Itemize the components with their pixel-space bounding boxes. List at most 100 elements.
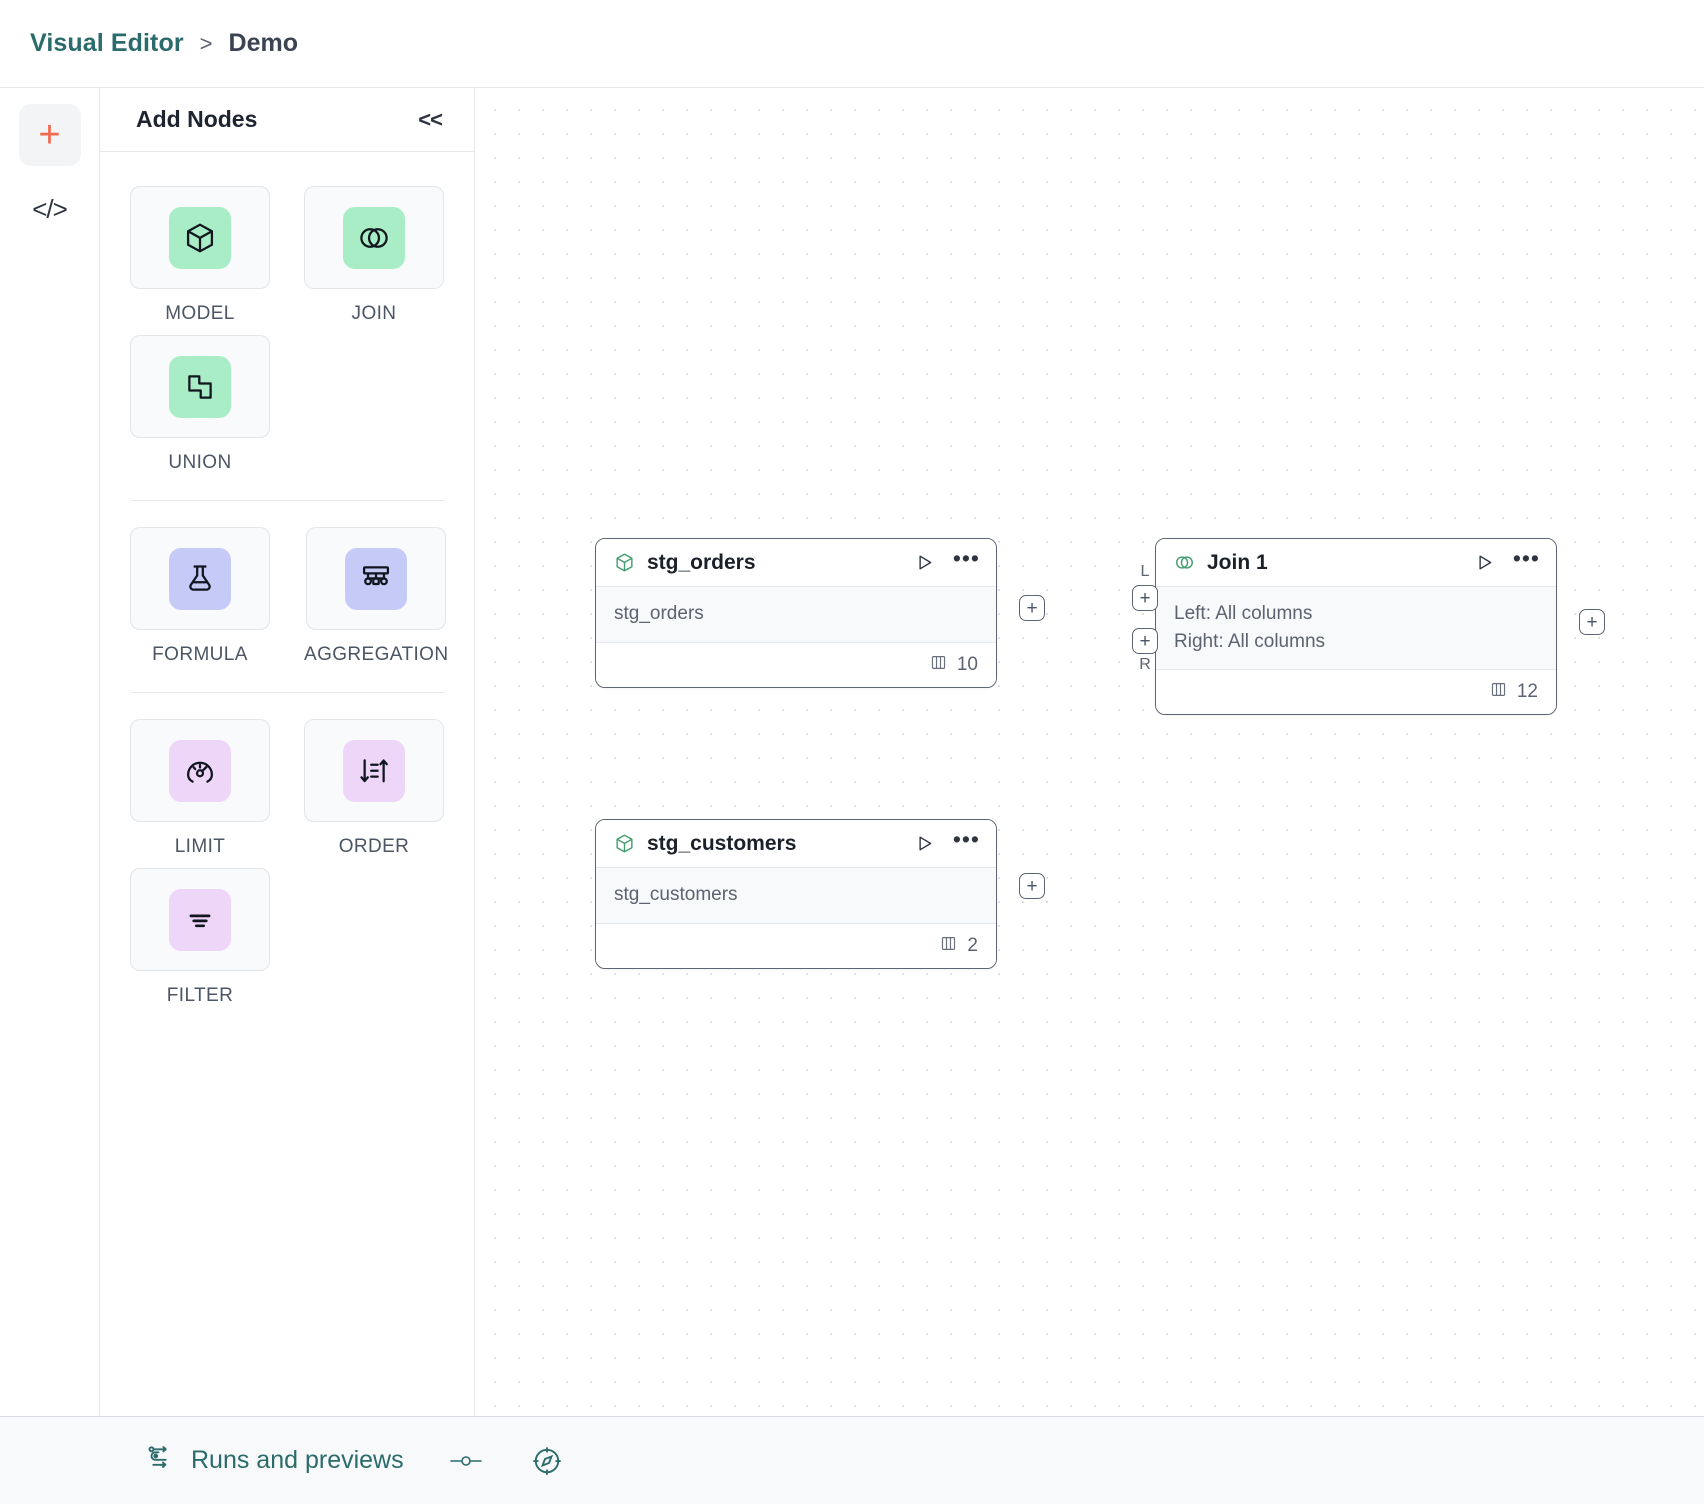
flow-node-title: stg_customers: [647, 831, 797, 855]
play-icon[interactable]: [1474, 552, 1495, 573]
flow-node-body-line-right: Right: All columns: [1174, 630, 1326, 652]
breadcrumb-current-page: Demo: [228, 29, 298, 57]
flask-icon: [169, 547, 231, 610]
venn-circles-icon: [343, 206, 405, 269]
code-icon: </>: [32, 193, 68, 224]
flow-node-body-line-left: Left: All columns: [1174, 603, 1313, 624]
flow-node-stg-orders[interactable]: stg_orders ••• stg_orders: [595, 538, 997, 688]
flow-node-body-line: stg_customers: [614, 884, 738, 905]
node-group-sources: MODEL JOIN: [130, 186, 444, 474]
node-label-union: UNION: [168, 452, 232, 473]
node-label-aggregation: AGGREGATION: [304, 644, 449, 665]
node-tile-aggregation[interactable]: [306, 527, 447, 630]
node-tile-join[interactable]: [304, 186, 444, 289]
flow-node-stg-customers[interactable]: stg_customers ••• stg_customers: [595, 819, 997, 969]
add-node-rail-button[interactable]: +: [18, 104, 81, 166]
main-area: + </> Add Nodes <<: [0, 88, 1704, 1416]
play-icon[interactable]: [914, 552, 935, 573]
panel-divider-2: [130, 692, 444, 693]
bottom-toolbar: Runs and previews: [0, 1416, 1704, 1504]
bottom-bar-rail-filler: [0, 1416, 100, 1504]
add-nodes-panel: Add Nodes <<: [100, 88, 475, 1416]
flow-node-body: stg_orders: [596, 587, 996, 643]
flow-runs-icon: [145, 1443, 175, 1478]
node-tile-model[interactable]: [130, 186, 270, 289]
runs-and-previews-label: Runs and previews: [191, 1446, 404, 1474]
flow-node-footer: 10: [596, 642, 996, 687]
slider-icon[interactable]: [448, 1449, 484, 1473]
flow-node-body: Left: All columns Right: All columns: [1156, 587, 1556, 671]
edge-layer: [475, 88, 775, 238]
aggregation-tree-icon: [345, 547, 408, 610]
cube-icon: [169, 206, 231, 269]
port-output-join-1[interactable]: +: [1579, 609, 1605, 635]
flow-node-body: stg_customers: [596, 868, 996, 924]
node-label-formula: FORMULA: [152, 644, 248, 665]
node-group-transforms: FORMULA: [130, 527, 448, 666]
union-shapes-icon: [169, 355, 231, 418]
port-input-join-left[interactable]: +: [1132, 585, 1158, 611]
node-type-filter[interactable]: FILTER: [130, 868, 270, 1007]
node-tile-filter[interactable]: [130, 868, 270, 971]
node-tile-union[interactable]: [130, 335, 270, 438]
add-nodes-panel-body: MODEL JOIN: [100, 152, 474, 1007]
ellipsis-icon[interactable]: •••: [1512, 544, 1540, 571]
collapse-panel-button[interactable]: <<: [418, 106, 443, 132]
runs-and-previews-button[interactable]: Runs and previews: [145, 1443, 404, 1478]
flow-node-column-count: 2: [967, 934, 978, 956]
flow-node-column-count: 10: [956, 653, 978, 675]
cube-icon: [614, 833, 636, 855]
left-rail: + </>: [0, 88, 100, 1416]
ellipsis-icon[interactable]: •••: [952, 825, 980, 852]
cube-icon: [614, 552, 636, 574]
flow-node-header: stg_orders •••: [596, 539, 996, 587]
plus-icon: +: [38, 114, 61, 156]
port-label-right: R: [1139, 656, 1151, 673]
node-type-join[interactable]: JOIN: [304, 186, 444, 325]
flow-node-header: stg_customers •••: [596, 820, 996, 868]
node-tile-formula[interactable]: [130, 527, 270, 630]
venn-circles-icon: [1174, 552, 1196, 574]
play-icon[interactable]: [914, 833, 935, 854]
flow-node-title: stg_orders: [647, 550, 756, 574]
sort-arrows-icon: [343, 739, 405, 802]
node-tile-limit[interactable]: [130, 719, 270, 822]
breadcrumb-separator: >: [199, 30, 213, 56]
flow-node-footer: 2: [596, 923, 996, 968]
node-type-formula[interactable]: FORMULA: [130, 527, 270, 666]
node-label-model: MODEL: [165, 303, 235, 324]
code-rail-button[interactable]: </>: [19, 178, 81, 240]
flow-node-join-1[interactable]: Join 1 ••• Left: All columns Right: All …: [1155, 538, 1557, 716]
node-tile-order[interactable]: [304, 719, 444, 822]
breadcrumb-root-link[interactable]: Visual Editor: [30, 29, 184, 57]
columns-icon: [929, 653, 948, 677]
filter-lines-icon: [169, 888, 231, 951]
panel-divider-1: [130, 500, 444, 501]
flow-node-body-line: stg_orders: [614, 603, 704, 624]
gauge-icon: [169, 739, 231, 802]
flow-canvas[interactable]: stg_orders ••• stg_orders: [475, 88, 1704, 1416]
port-output-stg-orders[interactable]: +: [1019, 595, 1045, 621]
panel-title: Add Nodes: [136, 106, 258, 132]
add-nodes-panel-header: Add Nodes <<: [100, 88, 474, 152]
flow-node-column-count: 12: [1516, 681, 1538, 703]
columns-icon: [939, 934, 958, 958]
node-label-join: JOIN: [351, 303, 397, 324]
node-type-union[interactable]: UNION: [130, 335, 270, 474]
node-label-limit: LIMIT: [174, 836, 226, 857]
breadcrumb: Visual Editor > Demo: [0, 0, 1704, 88]
flow-node-title: Join 1: [1207, 550, 1268, 574]
port-input-join-right[interactable]: +: [1132, 628, 1158, 654]
port-output-stg-customers[interactable]: +: [1019, 873, 1045, 899]
node-group-row-ops: LIMIT ORDER: [130, 719, 444, 1007]
node-type-order[interactable]: ORDER: [304, 719, 444, 858]
node-type-model[interactable]: MODEL: [130, 186, 270, 325]
node-label-order: ORDER: [338, 836, 410, 857]
node-type-aggregation[interactable]: AGGREGATION: [304, 527, 448, 666]
compass-icon[interactable]: [532, 1446, 562, 1476]
node-type-limit[interactable]: LIMIT: [130, 719, 270, 858]
ellipsis-icon[interactable]: •••: [952, 544, 980, 571]
flow-node-footer: 12: [1156, 670, 1556, 715]
node-label-filter: FILTER: [166, 985, 234, 1006]
